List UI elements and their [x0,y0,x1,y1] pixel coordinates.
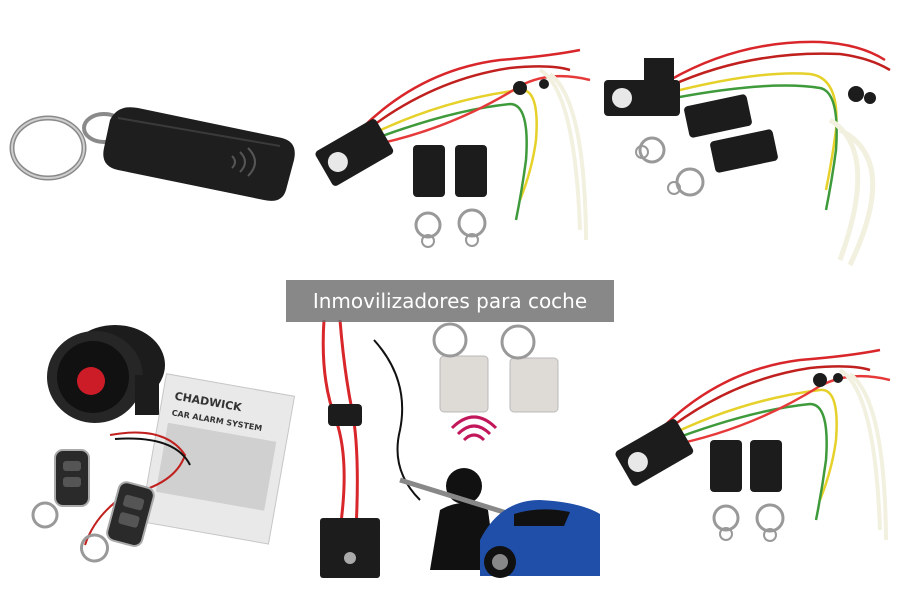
rfid-tag-icon [413,145,445,197]
siren-icon [47,325,165,423]
thief-figure-icon [399,468,511,570]
key-ring-icon [712,504,740,532]
car-icon [480,500,600,578]
caption-banner: Inmovilizadores para coche [286,280,614,322]
rfid-tag-icon [684,94,752,138]
rfid-tag-icon [439,355,489,413]
rfid-tag-icon [710,440,742,492]
keyfob-card-image[interactable] [0,90,300,210]
thief-scene-immobilizer-image[interactable] [300,300,600,590]
remote-control-icon [31,449,90,529]
key-ring-icon [414,211,442,239]
control-module-icon [615,419,694,486]
alarm-manual-icon: CHADWICK CAR ALARM SYSTEM [139,373,296,545]
sensor-icon [513,81,527,95]
wireless-signal-icon [450,415,498,442]
fuse-holder-icon [328,404,362,426]
control-module-icon [320,518,380,578]
sensor-icon [813,373,827,387]
rfid-card-icon [103,107,295,201]
wiring-immobilizer-image-alt[interactable] [600,30,900,270]
wiring-immobilizer-image-third[interactable] [600,330,900,560]
sensor-icon [848,86,864,102]
key-ring-icon [638,136,666,164]
wiring-immobilizer-image[interactable] [300,30,600,260]
car-alarm-siren-kit-image[interactable]: CHADWICK CAR ALARM SYSTEM [15,305,300,585]
control-module-icon [315,119,394,186]
control-module-icon [604,58,680,116]
